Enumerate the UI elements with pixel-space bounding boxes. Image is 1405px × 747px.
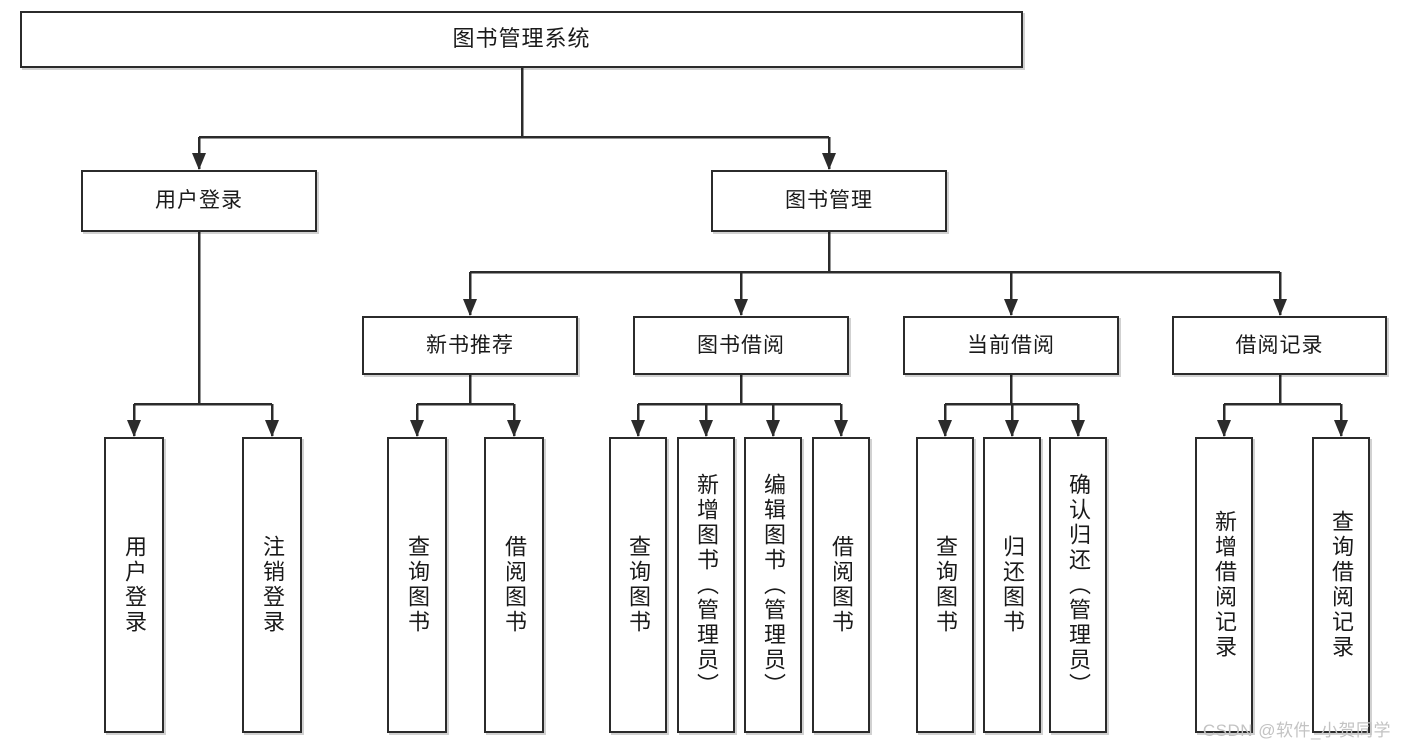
- node-label: 查询图书: [626, 535, 651, 635]
- node-l-cu-confirm[interactable]: 确认归还（管理员）: [1049, 437, 1107, 733]
- node-records[interactable]: 借阅记录: [1172, 316, 1387, 375]
- arrowhead-icon: [766, 420, 780, 437]
- arrowhead-icon: [938, 420, 952, 437]
- node-l-cu-return[interactable]: 归还图书: [983, 437, 1041, 733]
- node-root[interactable]: 图书管理系统: [20, 11, 1023, 68]
- arrowhead-icon: [463, 299, 477, 316]
- node-label: 用户登录: [155, 189, 243, 213]
- node-label: 新增借阅记录: [1212, 510, 1237, 660]
- arrowhead-icon: [1071, 420, 1085, 437]
- node-l-logout[interactable]: 注销登录: [242, 437, 302, 733]
- node-label: 确认归还（管理员）: [1066, 472, 1091, 698]
- arrowhead-icon: [822, 153, 836, 170]
- node-bookmgmt[interactable]: 图书管理: [711, 170, 947, 232]
- node-borrow[interactable]: 图书借阅: [633, 316, 849, 375]
- arrowhead-icon: [127, 420, 141, 437]
- node-label: 借阅图书: [829, 535, 854, 635]
- node-l-bw-query[interactable]: 查询图书: [609, 437, 667, 733]
- node-l-nb-query[interactable]: 查询图书: [387, 437, 447, 733]
- watermark-text: CSDN @软件_小贺同学: [1202, 721, 1391, 740]
- arrowhead-icon: [1004, 299, 1018, 316]
- arrowhead-icon: [699, 420, 713, 437]
- arrowhead-icon: [265, 420, 279, 437]
- node-label: 图书管理: [785, 189, 873, 213]
- node-label: 注销登录: [260, 535, 285, 635]
- node-label: 图书管理系统: [452, 26, 591, 52]
- arrowhead-icon: [410, 420, 424, 437]
- node-label: 借阅记录: [1235, 333, 1324, 357]
- arrowhead-icon: [1217, 420, 1231, 437]
- arrowhead-icon: [1005, 420, 1019, 437]
- node-label: 查询图书: [933, 535, 958, 635]
- node-label: 查询图书: [405, 535, 430, 635]
- arrowhead-icon: [834, 420, 848, 437]
- node-label: 用户登录: [122, 535, 147, 635]
- node-label: 当前借阅: [967, 333, 1055, 357]
- node-l-cu-query[interactable]: 查询图书: [916, 437, 974, 733]
- node-l-bw-add[interactable]: 新增图书（管理员）: [677, 437, 735, 733]
- node-l-nb-borrow[interactable]: 借阅图书: [484, 437, 544, 733]
- node-newbook[interactable]: 新书推荐: [362, 316, 578, 375]
- arrowhead-icon: [631, 420, 645, 437]
- node-l-bw-borrow[interactable]: 借阅图书: [812, 437, 870, 733]
- node-label: 编辑图书（管理员）: [761, 472, 786, 698]
- node-l-login[interactable]: 用户登录: [104, 437, 164, 733]
- node-l-bw-edit[interactable]: 编辑图书（管理员）: [744, 437, 802, 733]
- node-l-rc-add[interactable]: 新增借阅记录: [1195, 437, 1253, 733]
- node-current[interactable]: 当前借阅: [903, 316, 1119, 375]
- node-login[interactable]: 用户登录: [81, 170, 317, 232]
- node-l-rc-query[interactable]: 查询借阅记录: [1312, 437, 1370, 733]
- node-label: 新增图书（管理员）: [694, 472, 719, 698]
- node-label: 新书推荐: [426, 333, 514, 357]
- node-label: 借阅图书: [502, 535, 527, 635]
- arrowhead-icon: [192, 153, 206, 170]
- arrowhead-icon: [1273, 299, 1287, 316]
- arrowhead-icon: [507, 420, 521, 437]
- node-label: 图书借阅: [697, 333, 785, 357]
- node-label: 归还图书: [1000, 535, 1025, 635]
- arrowhead-icon: [734, 299, 748, 316]
- arrowhead-icon: [1334, 420, 1348, 437]
- node-label: 查询借阅记录: [1329, 510, 1354, 660]
